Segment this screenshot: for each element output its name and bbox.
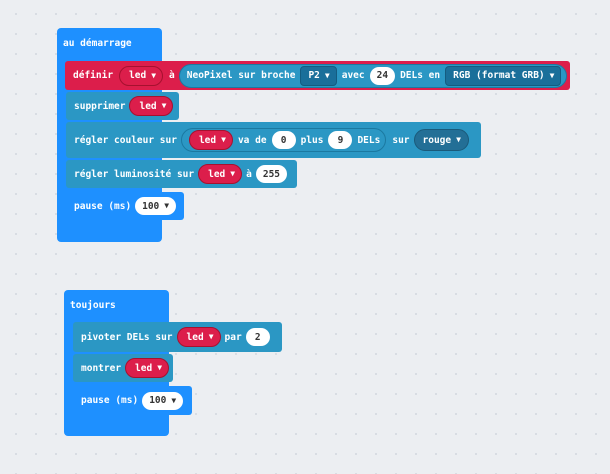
color-value: rouge xyxy=(422,134,452,146)
variable-dropdown[interactable]: led ▼ xyxy=(125,358,170,378)
clear-label: supprimer xyxy=(74,100,126,112)
range-count-input[interactable]: 9 xyxy=(328,131,353,149)
range-start-input[interactable]: 0 xyxy=(271,131,296,149)
chevron-down-icon: ▼ xyxy=(151,70,157,80)
leds-in-label: DELs en xyxy=(400,70,441,81)
rotate-block[interactable]: pivoter DELs sur led ▼ par 2 xyxy=(73,322,282,352)
on-label: sur xyxy=(392,134,410,146)
variable-name: led xyxy=(186,331,204,343)
range-block[interactable]: led ▼ va de 0 plus 9 DELs xyxy=(180,128,387,152)
leds-label: DELs xyxy=(357,134,381,146)
from-label: va de xyxy=(237,134,267,146)
set-brightness-block[interactable]: régler luminosité sur led ▼ à 255 xyxy=(66,160,297,188)
brightness-input[interactable]: 255 xyxy=(255,165,288,183)
variable-name: led xyxy=(208,168,226,180)
mode-value: RGB (format GRB) xyxy=(453,70,545,81)
on-start-title: au démarrage xyxy=(63,38,132,49)
variable-name: led xyxy=(198,134,217,146)
variable-dropdown[interactable]: led ▼ xyxy=(119,65,164,86)
chevron-down-icon: ▼ xyxy=(456,135,461,144)
pause-label: pause (ms) xyxy=(74,200,132,212)
variable-dropdown[interactable]: led ▼ xyxy=(176,327,221,347)
pin-value: P2 xyxy=(308,70,320,81)
chevron-down-icon: ▼ xyxy=(208,332,214,341)
chevron-down-icon: ▼ xyxy=(157,363,163,372)
pin-dropdown[interactable]: P2 ▼ xyxy=(300,65,337,86)
variable-name: led xyxy=(135,362,153,374)
set-range-color-block[interactable]: régler couleur sur led ▼ va de 0 plus 9 … xyxy=(66,122,481,158)
pause-value: 100 xyxy=(149,395,167,406)
show-label: montrer xyxy=(81,362,122,374)
chevron-down-icon: ▼ xyxy=(549,70,555,80)
set-color-label: régler couleur sur xyxy=(74,134,177,146)
color-dropdown[interactable]: rouge ▼ xyxy=(413,129,469,151)
clear-block[interactable]: supprimer led ▼ xyxy=(66,92,179,120)
rotate-input[interactable]: 2 xyxy=(245,328,270,346)
pause-dropdown[interactable]: 100 ▼ xyxy=(135,197,176,215)
chevron-down-icon: ▼ xyxy=(164,201,170,210)
to-label: à xyxy=(246,168,252,180)
pause-dropdown[interactable]: 100 ▼ xyxy=(142,391,184,410)
variable-dropdown[interactable]: led ▼ xyxy=(198,164,243,184)
with-label: avec xyxy=(341,70,365,81)
chevron-down-icon: ▼ xyxy=(161,101,167,110)
forever-title: toujours xyxy=(70,300,116,311)
pause-block[interactable]: pause (ms) 100 ▼ xyxy=(66,192,184,220)
mode-dropdown[interactable]: RGB (format GRB) ▼ xyxy=(445,65,562,86)
rotate-label: pivoter DELs sur xyxy=(81,331,173,343)
variable-name: led xyxy=(139,100,157,112)
variable-name: led xyxy=(129,70,147,81)
show-block[interactable]: montrer led ▼ xyxy=(73,354,173,382)
chevron-down-icon: ▼ xyxy=(221,135,226,144)
chevron-down-icon: ▼ xyxy=(171,395,177,405)
chevron-down-icon: ▼ xyxy=(230,169,236,178)
plus-label: plus xyxy=(300,134,324,146)
pause-block[interactable]: pause (ms) 100 ▼ xyxy=(73,386,192,415)
pause-label: pause (ms) xyxy=(81,395,139,406)
led-count-input[interactable]: 24 xyxy=(369,66,396,85)
neopixel-create-block[interactable]: NeoPixel sur broche P2 ▼ avec 24 DELs en… xyxy=(178,63,568,88)
define-label: définir xyxy=(73,70,114,81)
variable-dropdown[interactable]: led ▼ xyxy=(129,96,174,116)
pause-value: 100 xyxy=(142,200,160,212)
variable-dropdown[interactable]: led ▼ xyxy=(188,130,233,150)
define-neopixel-block[interactable]: définir led ▼ à NeoPixel sur broche P2 ▼… xyxy=(65,61,570,90)
neopixel-label: NeoPixel sur broche xyxy=(186,70,296,81)
by-label: par xyxy=(224,331,242,343)
brightness-label: régler luminosité sur xyxy=(74,168,195,180)
chevron-down-icon: ▼ xyxy=(324,70,330,80)
to-label: à xyxy=(169,70,175,81)
